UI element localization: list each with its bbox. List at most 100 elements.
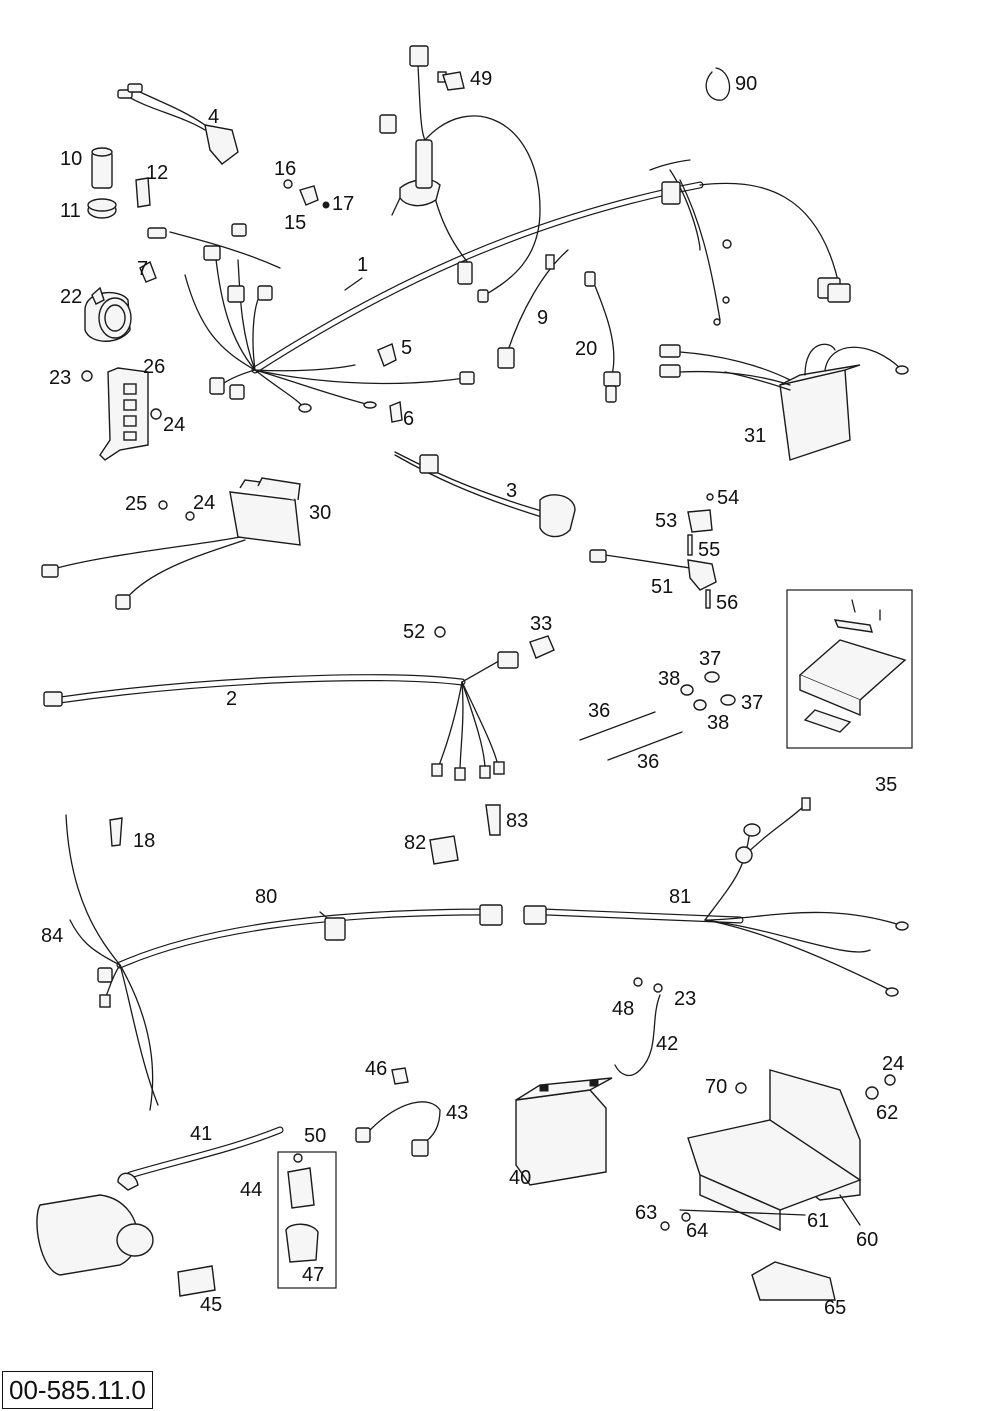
- callout-2: 2: [226, 688, 237, 710]
- part-54-nut: [706, 493, 714, 501]
- callout-62: 62: [876, 1102, 898, 1124]
- part-5-switch: [377, 343, 397, 367]
- callout-53: 53: [655, 510, 677, 532]
- callout-24b: 24: [193, 492, 215, 514]
- callout-33: 33: [530, 613, 552, 635]
- callout-23b: 23: [674, 988, 696, 1010]
- callout-44: 44: [240, 1179, 262, 1201]
- part-62-grommet: [865, 1086, 879, 1100]
- callout-20: 20: [575, 338, 597, 360]
- callout-90: 90: [735, 73, 757, 95]
- callout-18: 18: [133, 830, 155, 852]
- part-81-harness: [523, 797, 909, 997]
- part-33-socket: [529, 635, 555, 659]
- part-63-screw: [660, 1221, 670, 1231]
- part-83-bracket: [485, 804, 501, 836]
- callout-49: 49: [470, 68, 492, 90]
- parts-36-38-bulbs: [579, 671, 736, 761]
- callout-38a: 38: [658, 668, 680, 690]
- callout-31: 31: [744, 425, 766, 447]
- part-3-cable: [394, 451, 576, 538]
- callout-84: 84: [41, 925, 63, 947]
- part-22-horn: [84, 286, 132, 342]
- starter-motor: [36, 1194, 154, 1276]
- part-24-grommet-3: [884, 1074, 896, 1086]
- callout-51: 51: [651, 576, 673, 598]
- part-51-sensor: [589, 549, 717, 591]
- callout-37a: 37: [699, 648, 721, 670]
- leader-60: [839, 1194, 861, 1226]
- part-56-screw: [705, 589, 711, 609]
- callout-16: 16: [274, 158, 296, 180]
- callout-83: 83: [506, 810, 528, 832]
- part-35-frame: [786, 589, 913, 749]
- part-41-starter-cable: [117, 1126, 284, 1191]
- callout-63: 63: [635, 1202, 657, 1224]
- callout-37b: 37: [741, 692, 763, 714]
- part-53-cover: [687, 509, 713, 533]
- part-17-nut: [322, 201, 330, 209]
- part-60-battery-box: [687, 1069, 862, 1232]
- callout-43: 43: [446, 1102, 468, 1124]
- callout-23a: 23: [49, 367, 71, 389]
- part-24-grommet: [150, 408, 162, 420]
- drawing-code-label: 00-585.11.0: [2, 1371, 153, 1409]
- callout-46: 46: [365, 1058, 387, 1080]
- part-70-screw: [735, 1082, 747, 1094]
- callout-48: 48: [612, 998, 634, 1020]
- callout-56: 56: [716, 592, 738, 614]
- part-40-battery: [515, 1077, 613, 1186]
- part-49-clip: [442, 71, 465, 91]
- leader-61: [679, 1209, 806, 1216]
- part-12-bracket: [135, 177, 151, 208]
- part-23-screw: [81, 370, 93, 382]
- part-80-harness: [65, 814, 503, 1111]
- part-25-screw: [158, 500, 168, 510]
- callout-80: 80: [255, 886, 277, 908]
- part-47-holder: [285, 1223, 319, 1263]
- callout-17: 17: [332, 193, 354, 215]
- part-15-clamp: [299, 185, 319, 206]
- ignition-coil-cable: [379, 45, 541, 303]
- callout-30: 30: [309, 502, 331, 524]
- callout-54: 54: [717, 487, 739, 509]
- part-18-bulb: [109, 817, 123, 847]
- callout-24c: 24: [882, 1053, 904, 1075]
- callout-60: 60: [856, 1229, 878, 1251]
- callout-36a: 36: [588, 700, 610, 722]
- part-26-relay-bracket: [99, 367, 149, 461]
- callout-82: 82: [404, 832, 426, 854]
- parts-44-47-frame: [277, 1151, 337, 1289]
- part-82-relay: [429, 835, 459, 865]
- part-45-bracket: [177, 1265, 216, 1297]
- callout-6: 6: [403, 408, 414, 430]
- callout-22: 22: [60, 286, 82, 308]
- part-9-cable: [497, 249, 569, 369]
- callout-55: 55: [698, 539, 720, 561]
- callout-70: 70: [705, 1076, 727, 1098]
- part-35-tail-light: [798, 599, 907, 733]
- callout-10: 10: [60, 148, 82, 170]
- part-4-switch: [117, 83, 239, 165]
- part-20-pressure-switch: [584, 271, 621, 403]
- callout-81: 81: [669, 886, 691, 908]
- callout-26: 26: [143, 356, 165, 378]
- callout-41: 41: [190, 1123, 212, 1145]
- part-31-ignition-unit: [659, 343, 909, 461]
- callout-40: 40: [509, 1167, 531, 1189]
- callout-1: 1: [357, 254, 368, 276]
- callout-15: 15: [284, 212, 306, 234]
- callout-38b: 38: [707, 712, 729, 734]
- part-64-washer: [681, 1212, 691, 1222]
- callout-45: 45: [200, 1294, 222, 1316]
- callout-61: 61: [807, 1210, 829, 1232]
- part-7-plug: [139, 260, 157, 283]
- part-2-cable: [43, 651, 519, 781]
- part-55-screw: [687, 534, 693, 556]
- callout-4: 4: [208, 106, 219, 128]
- part-52-nut: [434, 626, 446, 638]
- callout-24a: 24: [163, 414, 185, 436]
- part-42-ground-cable: [614, 977, 663, 1077]
- part-24-grommet-2: [185, 511, 195, 521]
- part-11-rubber-holder: [87, 198, 117, 219]
